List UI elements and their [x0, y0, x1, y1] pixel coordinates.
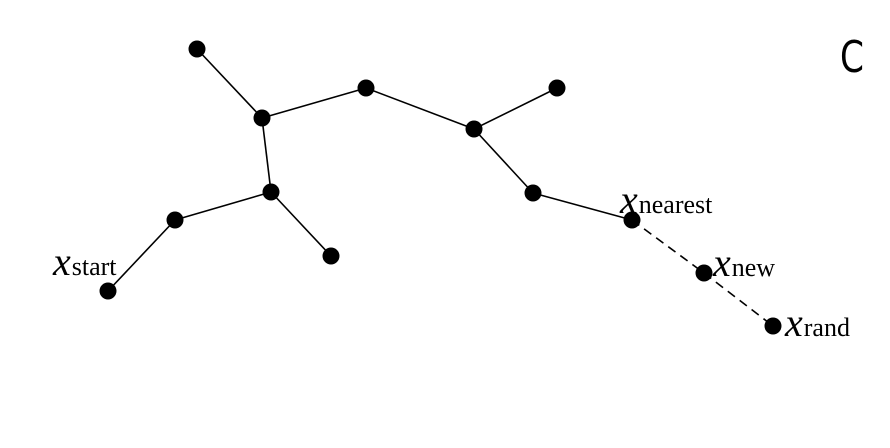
start-node [99, 282, 117, 300]
corner-letter: C [840, 32, 864, 83]
label-start-subscript: start [71, 252, 117, 281]
tree-edge [107, 219, 176, 292]
tree-edge [196, 48, 263, 119]
label-new-symbol: x [713, 240, 731, 285]
tree-node [548, 79, 566, 97]
tree-node [262, 183, 280, 201]
label-rand: xrand [785, 303, 850, 343]
tree-edge [261, 117, 272, 193]
tree-node [253, 109, 271, 127]
tree-edges [107, 48, 633, 292]
label-nearest-symbol: x [620, 177, 638, 222]
rand-node [764, 317, 782, 335]
extension-edge-nearest-to-new [631, 219, 705, 274]
tree-node [465, 120, 483, 138]
tree-edge [473, 128, 534, 194]
label-new-subscript: new [731, 253, 776, 282]
tree-edge [473, 87, 558, 130]
label-nearest: xnearest [620, 180, 712, 220]
label-start: xstart [53, 242, 117, 282]
tree-edge [270, 191, 332, 257]
label-start-symbol: x [53, 239, 71, 284]
nearest-node [623, 211, 641, 229]
label-rand-subscript: rand [803, 313, 850, 342]
new-node [695, 264, 713, 282]
tree-node [188, 40, 206, 58]
label-rand-symbol: x [785, 300, 803, 345]
tree-node [166, 211, 184, 229]
label-new: xnew [713, 243, 775, 283]
tree-edge [261, 87, 367, 119]
tree-node [357, 79, 375, 97]
tree-node [322, 247, 340, 265]
tree-nodes [99, 40, 782, 335]
tree-edge [532, 192, 633, 221]
tree-node [524, 184, 542, 202]
tree-edge [174, 191, 272, 221]
tree-edge [365, 87, 475, 130]
label-nearest-subscript: nearest [638, 190, 713, 219]
